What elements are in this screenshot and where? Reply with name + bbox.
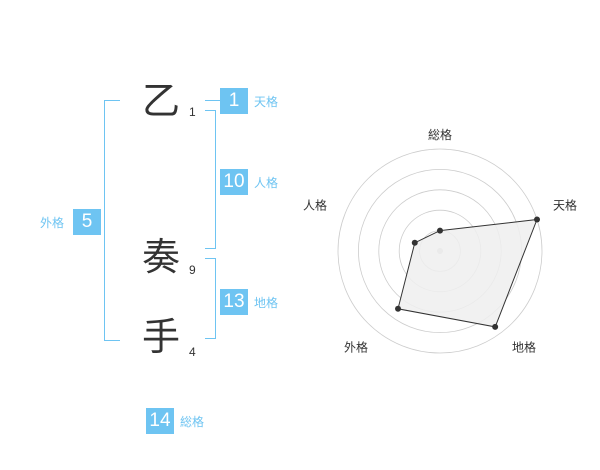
character-1: 乙 (142, 79, 181, 123)
radar-axis-label: 総格 (428, 127, 452, 142)
character-1-strokes: 1 (189, 105, 196, 119)
soukaku-label: 総格 (180, 415, 205, 429)
chikaku-bracket (205, 258, 216, 339)
jinkaku-bracket (205, 110, 216, 249)
radar-axis-label: 人格 (303, 197, 327, 212)
radar-axis-label: 地格 (512, 340, 536, 355)
radar-axis-label: 天格 (553, 197, 577, 212)
soukaku-badge: 14 (146, 408, 174, 434)
radar-data-point (411, 239, 418, 246)
radar-data-area (397, 218, 538, 328)
jinkaku-badge: 10 (220, 169, 248, 195)
character-2: 奏 (142, 235, 181, 279)
radar-data-point (492, 323, 499, 330)
radar-data-point (395, 305, 402, 312)
gaikaku-label: 外格 (40, 216, 65, 230)
radar-axis-label: 外格 (344, 340, 368, 355)
chikaku-label: 地格 (254, 296, 279, 310)
gaikaku-bracket (104, 100, 120, 341)
radar-data-point (534, 216, 541, 223)
radar-data-point (437, 227, 443, 234)
gaikaku-badge: 5 (73, 209, 101, 235)
character-3-strokes: 4 (189, 345, 196, 359)
tenkaku-connector (205, 100, 220, 101)
character-3: 手 (142, 315, 181, 359)
chikaku-badge: 13 (220, 289, 248, 315)
character-2-strokes: 9 (189, 263, 196, 277)
radar-grid-ring (337, 148, 543, 354)
tenkaku-badge: 1 (220, 88, 248, 114)
jinkaku-label: 人格 (254, 176, 279, 190)
tenkaku-label: 天格 (254, 95, 279, 109)
